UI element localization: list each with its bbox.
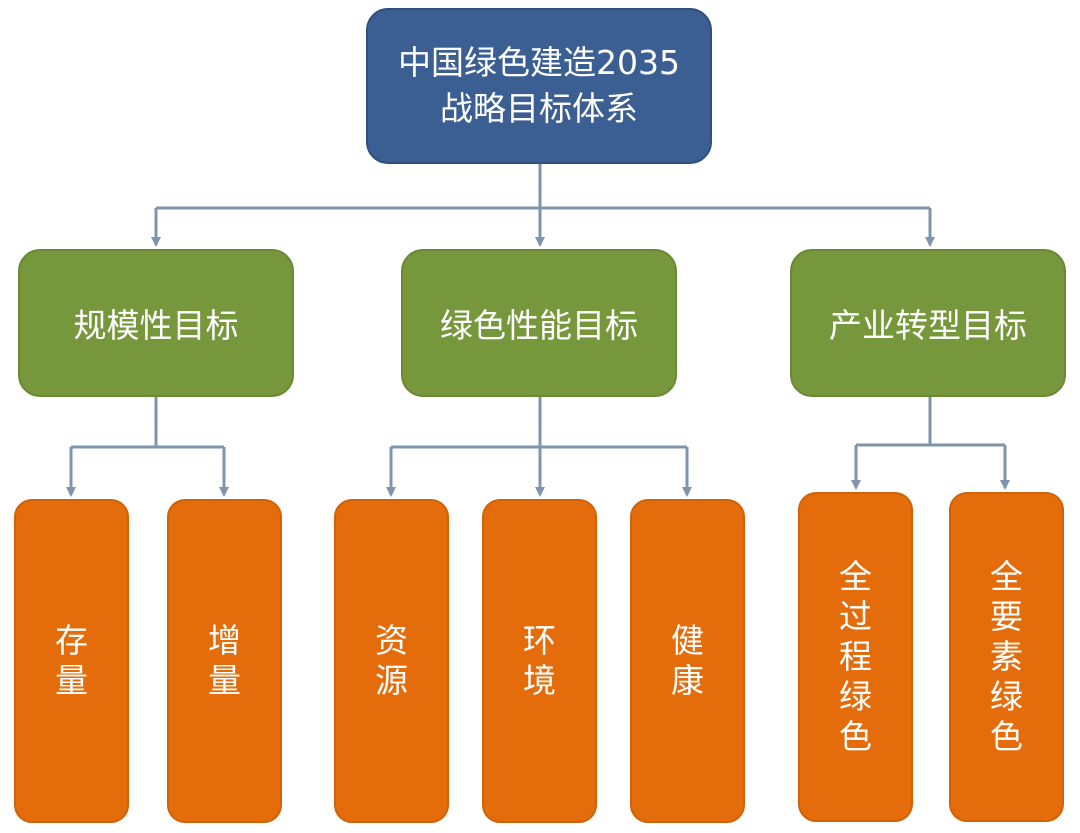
leaf-box-increment: 增量 <box>167 499 282 823</box>
leaf-box-environment: 环境 <box>482 499 597 823</box>
leaf-box-whole-process-green: 全过程绿色 <box>798 492 913 822</box>
root-goal-label: 中国绿色建造2035战略目标体系 <box>398 43 680 128</box>
goal-box-scale: 规模性目标 <box>18 249 294 397</box>
goal-label-green-performance: 绿色性能目标 <box>440 306 638 345</box>
goal-label-scale: 规模性目标 <box>73 306 239 345</box>
goal-box-green-performance: 绿色性能目标 <box>401 249 677 397</box>
leaf-label-increment: 增量 <box>208 621 241 700</box>
leaf-box-resources: 资源 <box>334 499 449 823</box>
goal-box-industry-transformation: 产业转型目标 <box>790 249 1066 397</box>
leaf-label-whole-process-green: 全过程绿色 <box>839 557 872 756</box>
leaf-box-stock: 存量 <box>14 499 129 823</box>
leaf-label-environment: 环境 <box>523 621 556 700</box>
leaf-label-all-elements-green: 全要素绿色 <box>990 557 1023 756</box>
leaf-box-all-elements-green: 全要素绿色 <box>949 492 1064 822</box>
leaf-label-health: 健康 <box>671 621 704 700</box>
goal-label-industry-transformation: 产业转型目标 <box>829 306 1027 345</box>
root-goal-box: 中国绿色建造2035战略目标体系 <box>366 8 712 164</box>
leaf-label-stock: 存量 <box>55 621 88 700</box>
leaf-label-resources: 资源 <box>375 621 408 700</box>
leaf-box-health: 健康 <box>630 499 745 823</box>
